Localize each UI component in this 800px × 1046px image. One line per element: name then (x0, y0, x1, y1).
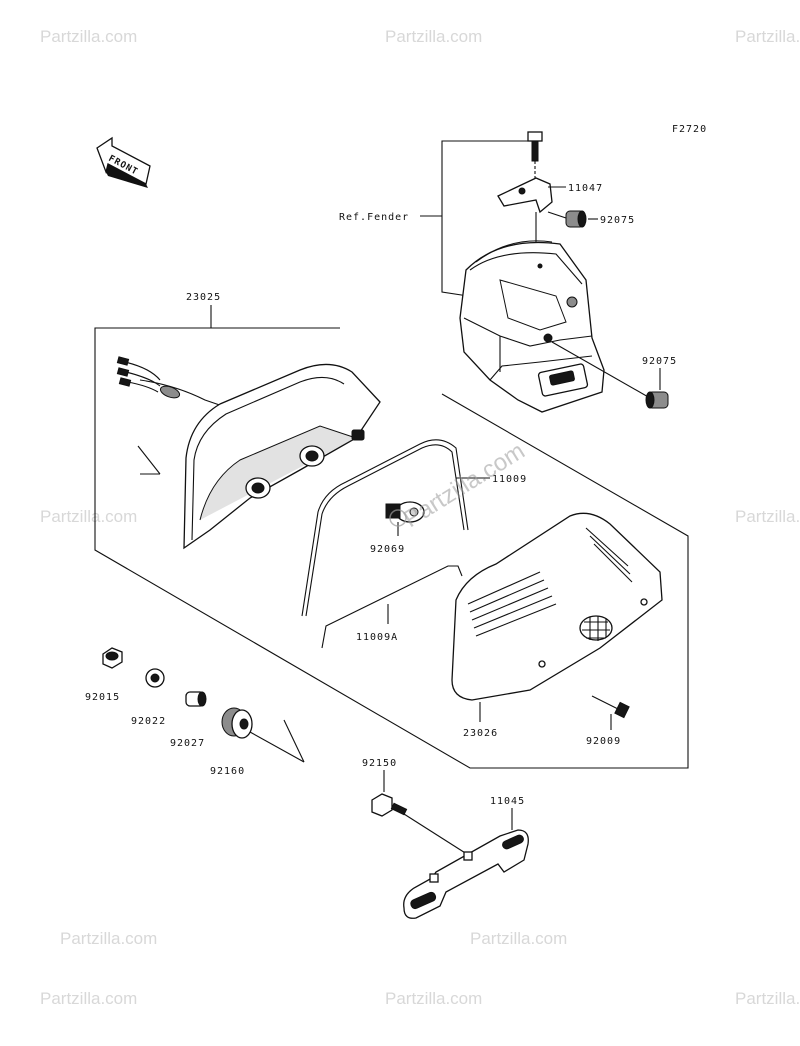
watermark: Partzilla.com (60, 929, 157, 948)
part-label-92069: 92069 (370, 544, 405, 555)
part-label-92160: 92160 (210, 766, 245, 777)
part-label-23026: 23026 (463, 728, 498, 739)
watermark: Partzilla.com (735, 27, 800, 46)
part-label-92009: 92009 (586, 736, 621, 747)
figure-code: F2720 (672, 124, 707, 135)
ref-fender-bracket (420, 140, 530, 297)
assembly-23025-outline (94, 327, 689, 769)
part-label-92015: 92015 (85, 692, 120, 703)
part-label-92075-lower: 92075 (642, 356, 677, 367)
nut-92075-upper (547, 210, 587, 228)
collar-92027 (185, 691, 207, 707)
watermark: Partzilla.com (735, 507, 800, 526)
part-label-11009: 11009 (492, 474, 527, 485)
seal-11009a (321, 565, 463, 649)
bolt-top (527, 131, 543, 180)
watermark: Partzilla.com (470, 929, 567, 948)
part-label-92022: 92022 (131, 716, 166, 727)
watermark: Partzilla.com (385, 27, 482, 46)
wire-harness (116, 356, 241, 413)
grommet-92160 (221, 707, 305, 763)
watermark: Partzilla.com (735, 989, 800, 1008)
watermark: Partzilla.com (385, 989, 482, 1008)
screw-92009 (591, 695, 630, 719)
part-label-11009a: 11009A (356, 632, 398, 643)
tail-light-base-23025 (137, 363, 381, 550)
bolt-92150 (371, 793, 471, 857)
part-label-92150: 92150 (362, 758, 397, 769)
front-arrow-icon: FRONT (96, 136, 151, 188)
reflector-grid (579, 615, 613, 641)
bulb-92069 (385, 501, 425, 523)
watermark: Partzilla.com (40, 989, 137, 1008)
washer-92022 (145, 668, 165, 688)
part-label-92075-upper: 92075 (600, 215, 635, 226)
part-label-92027: 92027 (170, 738, 205, 749)
nut-92015 (102, 647, 123, 669)
part-label-23025: 23025 (186, 292, 221, 303)
center-watermark: Partzilla.com (389, 437, 530, 533)
gasket-11009 (301, 439, 469, 617)
fender-housing (459, 240, 651, 413)
watermark: Partzilla.com (40, 507, 137, 526)
part-label-11045: 11045 (490, 796, 525, 807)
nut-92075-lower (645, 391, 669, 409)
watermarks: Partzilla.com Partzilla.com Partzilla.co… (40, 27, 800, 1008)
part-label-11047: 11047 (568, 183, 603, 194)
center-watermark-text: Partzilla.com (399, 437, 530, 533)
bracket-11047 (497, 177, 553, 258)
plate-bracket-11045 (403, 829, 529, 919)
ref-fender-label: Ref.Fender (339, 212, 409, 223)
watermark: Partzilla.com (40, 27, 137, 46)
lens-23026 (451, 512, 663, 701)
